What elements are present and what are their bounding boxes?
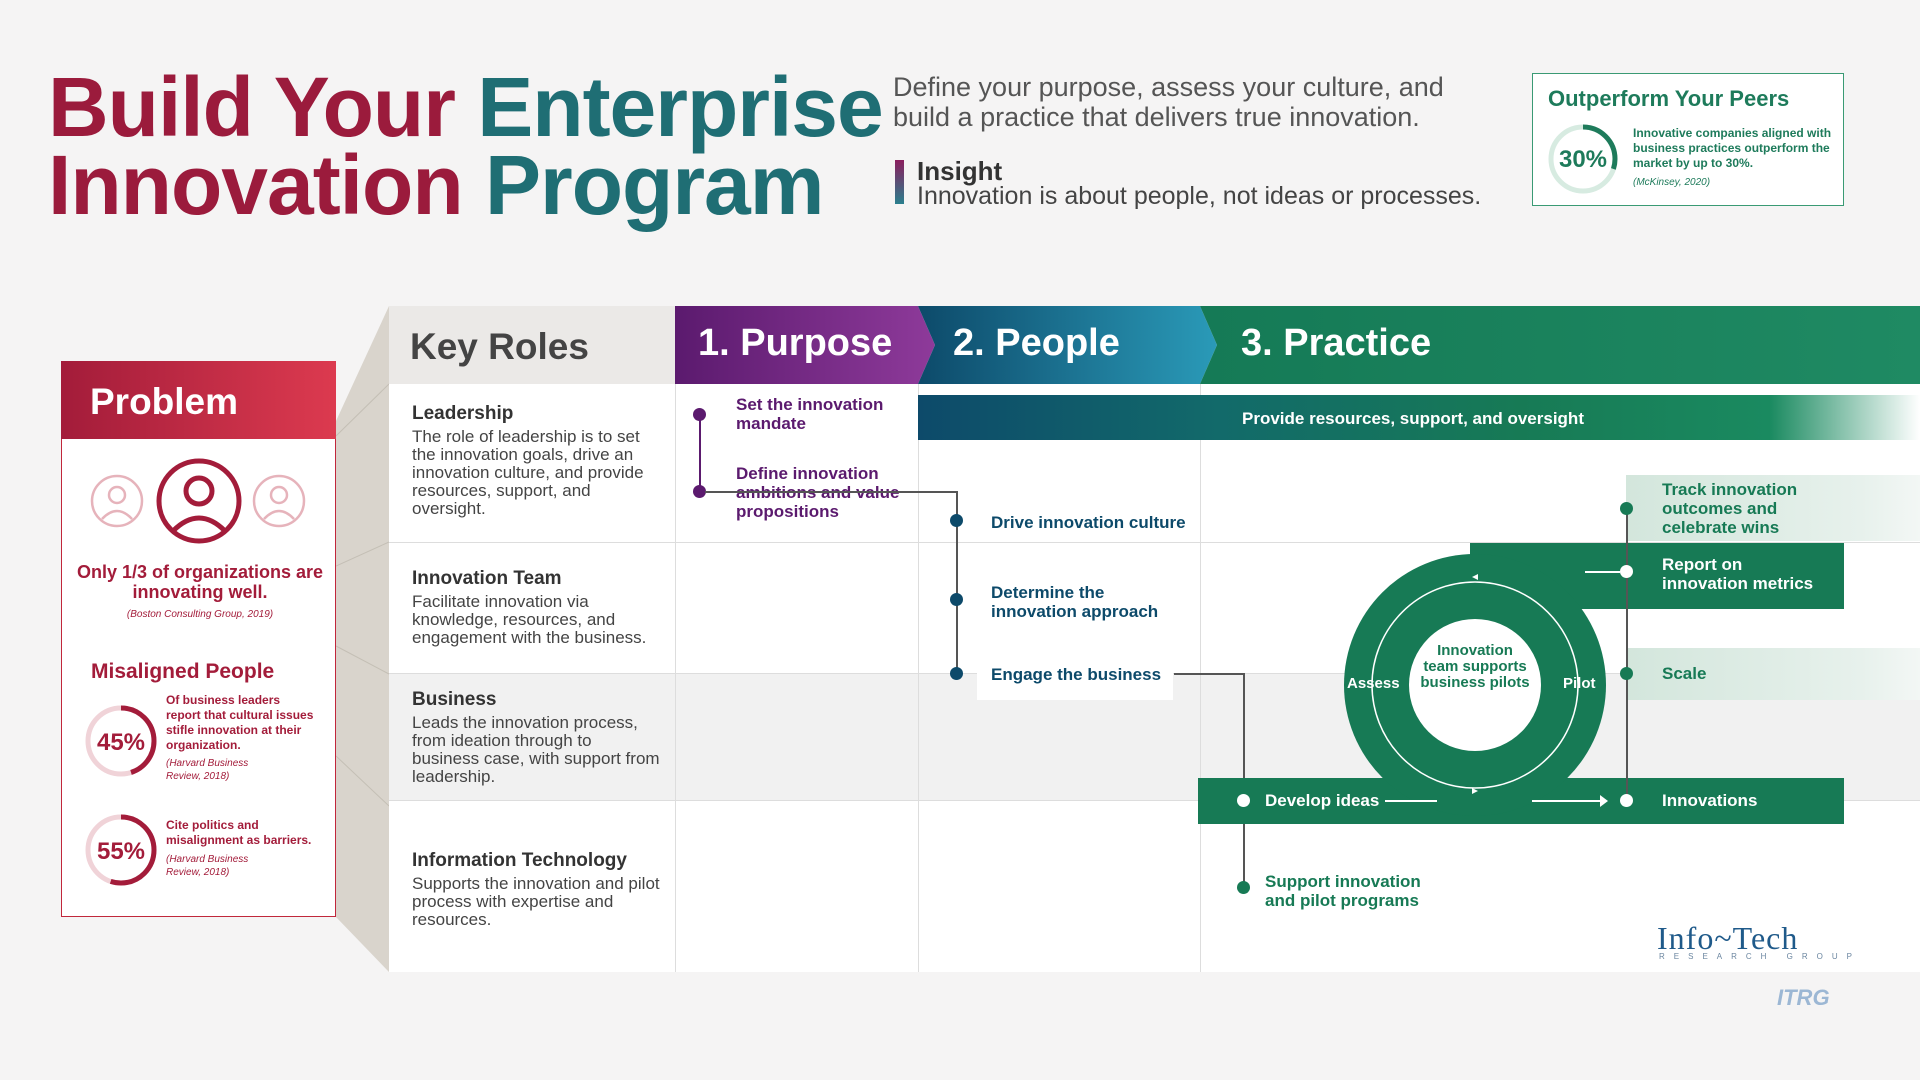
track-dot	[1620, 502, 1633, 515]
report-arrow	[1585, 571, 1620, 573]
engage-business-box	[977, 654, 1173, 700]
itrg-logo: ITRG	[1777, 985, 1830, 1010]
purpose-connector	[699, 414, 701, 492]
scale-bar	[1626, 648, 1920, 700]
person-icon	[252, 474, 306, 528]
people-item-engage: Engage the business	[991, 665, 1162, 684]
purpose-item-ambitions: Define innovation ambitions and value pr…	[736, 464, 900, 521]
develop-line	[1385, 800, 1437, 802]
peers-title: Outperform Your Peers	[1548, 86, 1790, 111]
practice-innovations: Innovations	[1662, 791, 1758, 810]
purpose-dot	[693, 408, 706, 421]
scale-dot	[1620, 667, 1633, 680]
title-build: Build Your	[48, 60, 456, 154]
resources-banner	[918, 395, 1920, 440]
misaligned-title: Misaligned People	[91, 660, 275, 683]
role-leadership-desc: The role of leadership is to set the inn…	[412, 427, 644, 518]
infotech-logo: Info~Tech	[1657, 920, 1799, 956]
innovations-arrow-line	[1532, 800, 1602, 802]
phase-header-band	[675, 306, 1920, 384]
peers-percent-ring	[1548, 124, 1618, 194]
problem-header	[61, 361, 336, 439]
peers-percent: 30%	[1558, 146, 1608, 173]
stat45-percent: 45%	[96, 729, 146, 756]
insight-text: Innovation is about people, not ideas or…	[917, 182, 1482, 210]
people-item-culture: Drive innovation culture	[991, 513, 1186, 532]
people-item-approach: Determine the innovation approach	[991, 583, 1159, 621]
people-dot	[950, 667, 963, 680]
phase-purpose: 1. Purpose	[698, 322, 893, 364]
row-divider	[389, 542, 1920, 543]
purpose-dot	[693, 485, 706, 498]
develop-dot	[1237, 794, 1250, 807]
page-subtitle: Define your purpose, assess your culture…	[893, 72, 1444, 132]
engage-to-practice-line	[1174, 673, 1244, 675]
infotech-logo-sub: RESEARCH GROUP	[1659, 952, 1862, 961]
innovation-cycle-diagram	[1344, 554, 1606, 816]
practice-support: Support innovation and pilot programs	[1265, 872, 1421, 910]
people-dot	[950, 514, 963, 527]
grid-connector-wedge	[336, 306, 390, 972]
person-icon	[90, 474, 144, 528]
insight-accent-bar	[895, 160, 904, 204]
phase-practice: 3. Practice	[1241, 322, 1432, 364]
problem-panel	[61, 361, 336, 917]
stat55-text: Cite politics and misalignment as barrie…	[166, 818, 312, 847]
problem-stat-source: (Boston Consulting Group, 2019)	[126, 609, 274, 620]
cycle-center-text: Innovation team supports business pilots	[1420, 642, 1530, 691]
insight-label: Insight	[917, 156, 1003, 186]
stat45-text: Of business leaders report that cultural…	[166, 693, 314, 752]
key-roles-title: Key Roles	[410, 326, 589, 367]
role-it: Information Technology	[412, 850, 627, 871]
col-divider	[1200, 384, 1201, 972]
role-it-desc: Supports the innovation and pilot proces…	[412, 874, 660, 929]
stat45-source: (Harvard Business Review, 2018)	[166, 758, 249, 782]
role-business: Business	[412, 689, 497, 710]
problem-stat: Only 1/3 of organizations are innovating…	[76, 562, 324, 602]
cycle-assess: Assess	[1347, 675, 1400, 692]
row-divider	[389, 800, 1920, 801]
role-innovation-team: Innovation Team	[412, 568, 562, 589]
stat55-source: (Harvard Business Review, 2018)	[166, 854, 249, 878]
purpose-to-people-line	[705, 491, 957, 493]
track-bar	[1626, 475, 1920, 541]
phase-people: 2. People	[953, 322, 1120, 364]
purpose-item-mandate: Set the innovation mandate	[736, 395, 884, 433]
practice-track: Track innovation outcomes and celebrate …	[1662, 480, 1798, 537]
cycle-pilot: Pilot	[1563, 675, 1596, 692]
stat55-percent: 55%	[96, 838, 146, 865]
people-icons	[90, 458, 306, 544]
role-business-desc: Leads the innovation process, from ideat…	[412, 713, 660, 786]
person-icon	[156, 458, 242, 544]
stat55-ring	[85, 814, 157, 886]
peers-text: Innovative companies aligned with busine…	[1633, 126, 1832, 170]
title-innovation: Innovation	[48, 138, 464, 232]
people-connector	[956, 491, 958, 674]
practice-scale: Scale	[1662, 664, 1707, 683]
col-divider	[918, 384, 919, 972]
support-dot	[1237, 881, 1250, 894]
practice-develop: Develop ideas	[1265, 791, 1380, 810]
role-innovation-team-desc: Facilitate innovation via knowledge, res…	[412, 592, 647, 647]
outperform-peers-box	[1532, 73, 1844, 206]
title-program: Program	[484, 138, 824, 232]
page-title: Build Your Enterprise Innovation Program	[48, 65, 884, 227]
innovations-arrow-head	[1600, 795, 1608, 807]
resources-banner-text: Provide resources, support, and oversigh…	[1242, 409, 1584, 428]
innovations-dot	[1620, 794, 1633, 807]
col-divider	[675, 384, 676, 972]
stat45-ring	[85, 705, 157, 777]
people-dot	[950, 593, 963, 606]
problem-title: Problem	[90, 381, 239, 422]
title-enterprise: Enterprise	[477, 60, 883, 154]
peers-source: (McKinsey, 2020)	[1633, 177, 1711, 188]
key-roles-header	[389, 306, 675, 384]
practice-right-connector	[1626, 508, 1628, 801]
practice-report: Report on innovation metrics	[1662, 555, 1814, 593]
role-leadership: Leadership	[412, 403, 514, 424]
report-dot	[1620, 565, 1633, 578]
